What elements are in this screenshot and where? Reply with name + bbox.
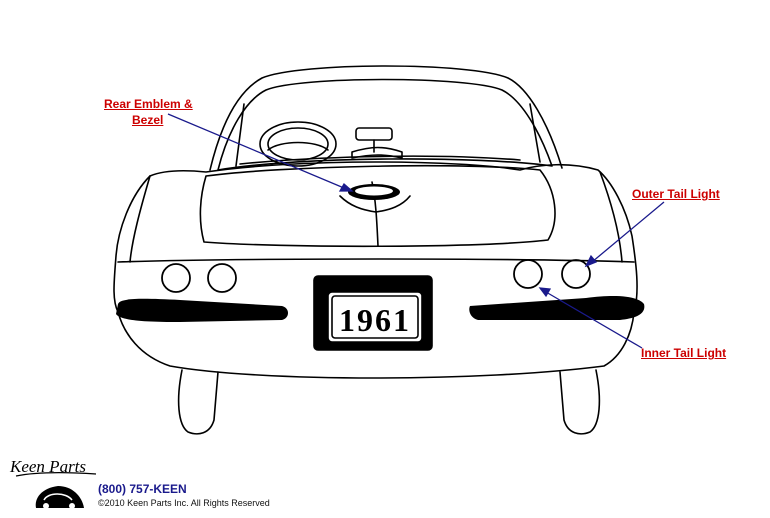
inner-tail-light-callout[interactable]: Inner Tail Light — [641, 346, 727, 360]
keen-parts-logo: Keen Parts — [9, 457, 97, 509]
plate-text: 1961 — [339, 302, 411, 338]
inner-light-leader-line — [545, 291, 643, 349]
steering-wheel — [259, 121, 337, 167]
left-bumper — [116, 298, 288, 322]
left-tire — [177, 369, 219, 435]
mirror — [355, 127, 393, 141]
right-outer-tail-light — [561, 259, 591, 289]
svg-text:Keen Parts: Keen Parts — [9, 457, 86, 476]
rear-emblem-callout-line2: Bezel — [132, 113, 164, 127]
deck-lid — [199, 164, 556, 248]
left-outer-tail-light — [161, 263, 191, 293]
phone-number: (800) 757-KEEN — [98, 482, 187, 496]
copyright-text: ©2010 Keen Parts Inc. All Rights Reserve… — [98, 498, 270, 508]
rear-emblem-callout[interactable]: Rear Emblem & Bezel — [104, 96, 193, 128]
roof-outline — [209, 65, 563, 171]
windshield-outline — [217, 78, 553, 171]
rear-emblem-callout-line1: Rear Emblem & — [104, 97, 193, 111]
right-tire — [559, 369, 601, 435]
emblem-leader-line — [167, 113, 345, 189]
outer-tail-light-callout[interactable]: Outer Tail Light — [632, 187, 720, 201]
right-inner-tail-light — [513, 259, 543, 289]
license-plate — [327, 291, 423, 343]
left-inner-tail-light — [207, 263, 237, 293]
outer-light-leader-line — [591, 201, 665, 263]
right-bumper — [469, 296, 645, 320]
